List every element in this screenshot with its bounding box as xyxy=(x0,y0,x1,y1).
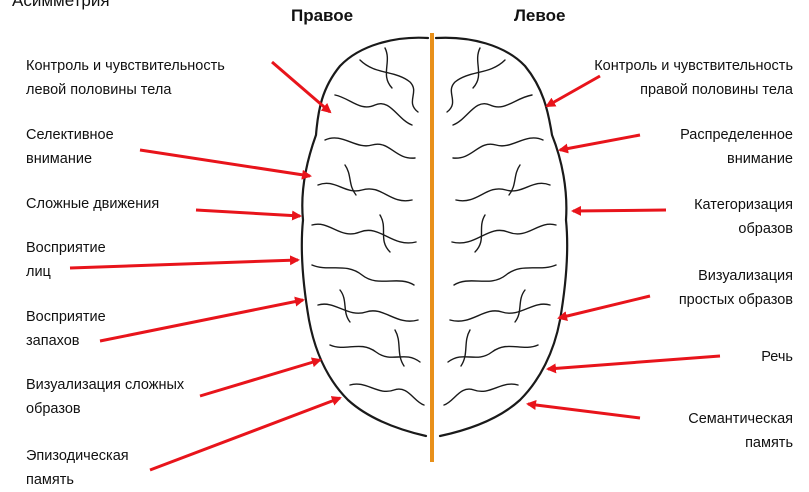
arrow-right-3 xyxy=(196,210,300,216)
arrow-right-2 xyxy=(140,150,310,176)
left-label-body-control: Контроль и чувствительность правой полов… xyxy=(594,54,793,102)
left-label-semantic-memory: Семантическая память xyxy=(688,407,793,455)
arrow-left-3 xyxy=(573,210,666,211)
arrow-right-5 xyxy=(100,300,303,341)
right-label-face-perception: Восприятие лиц xyxy=(26,236,106,284)
right-label-complex-movements: Сложные движения xyxy=(26,192,159,216)
arrow-left-4 xyxy=(559,296,650,318)
right-label-body-control: Контроль и чувствительность левой полови… xyxy=(26,54,225,102)
arrow-right-6 xyxy=(200,360,320,396)
right-label-selective-attention: Селективное внимание xyxy=(26,123,114,171)
arrow-left-1 xyxy=(547,76,600,106)
right-label-complex-visualization: Визуализация сложных образов xyxy=(26,373,184,421)
arrow-left-2 xyxy=(560,135,640,150)
right-label-smell-perception: Восприятие запахов xyxy=(26,305,106,353)
left-label-image-categorization: Категоризация образов xyxy=(694,193,793,241)
right-label-episodic-memory: Эпизодическая память xyxy=(26,444,129,492)
left-label-distributed-attention: Распределенное внимание xyxy=(680,123,793,171)
arrow-left-6 xyxy=(528,404,640,418)
left-hemisphere-outline xyxy=(436,38,567,436)
left-label-speech: Речь xyxy=(761,345,793,369)
arrow-left-5 xyxy=(548,356,720,369)
right-hemisphere-outline xyxy=(302,38,428,436)
arrow-right-1 xyxy=(272,62,330,112)
left-label-simple-visualization: Визуализация простых образов xyxy=(679,264,793,312)
